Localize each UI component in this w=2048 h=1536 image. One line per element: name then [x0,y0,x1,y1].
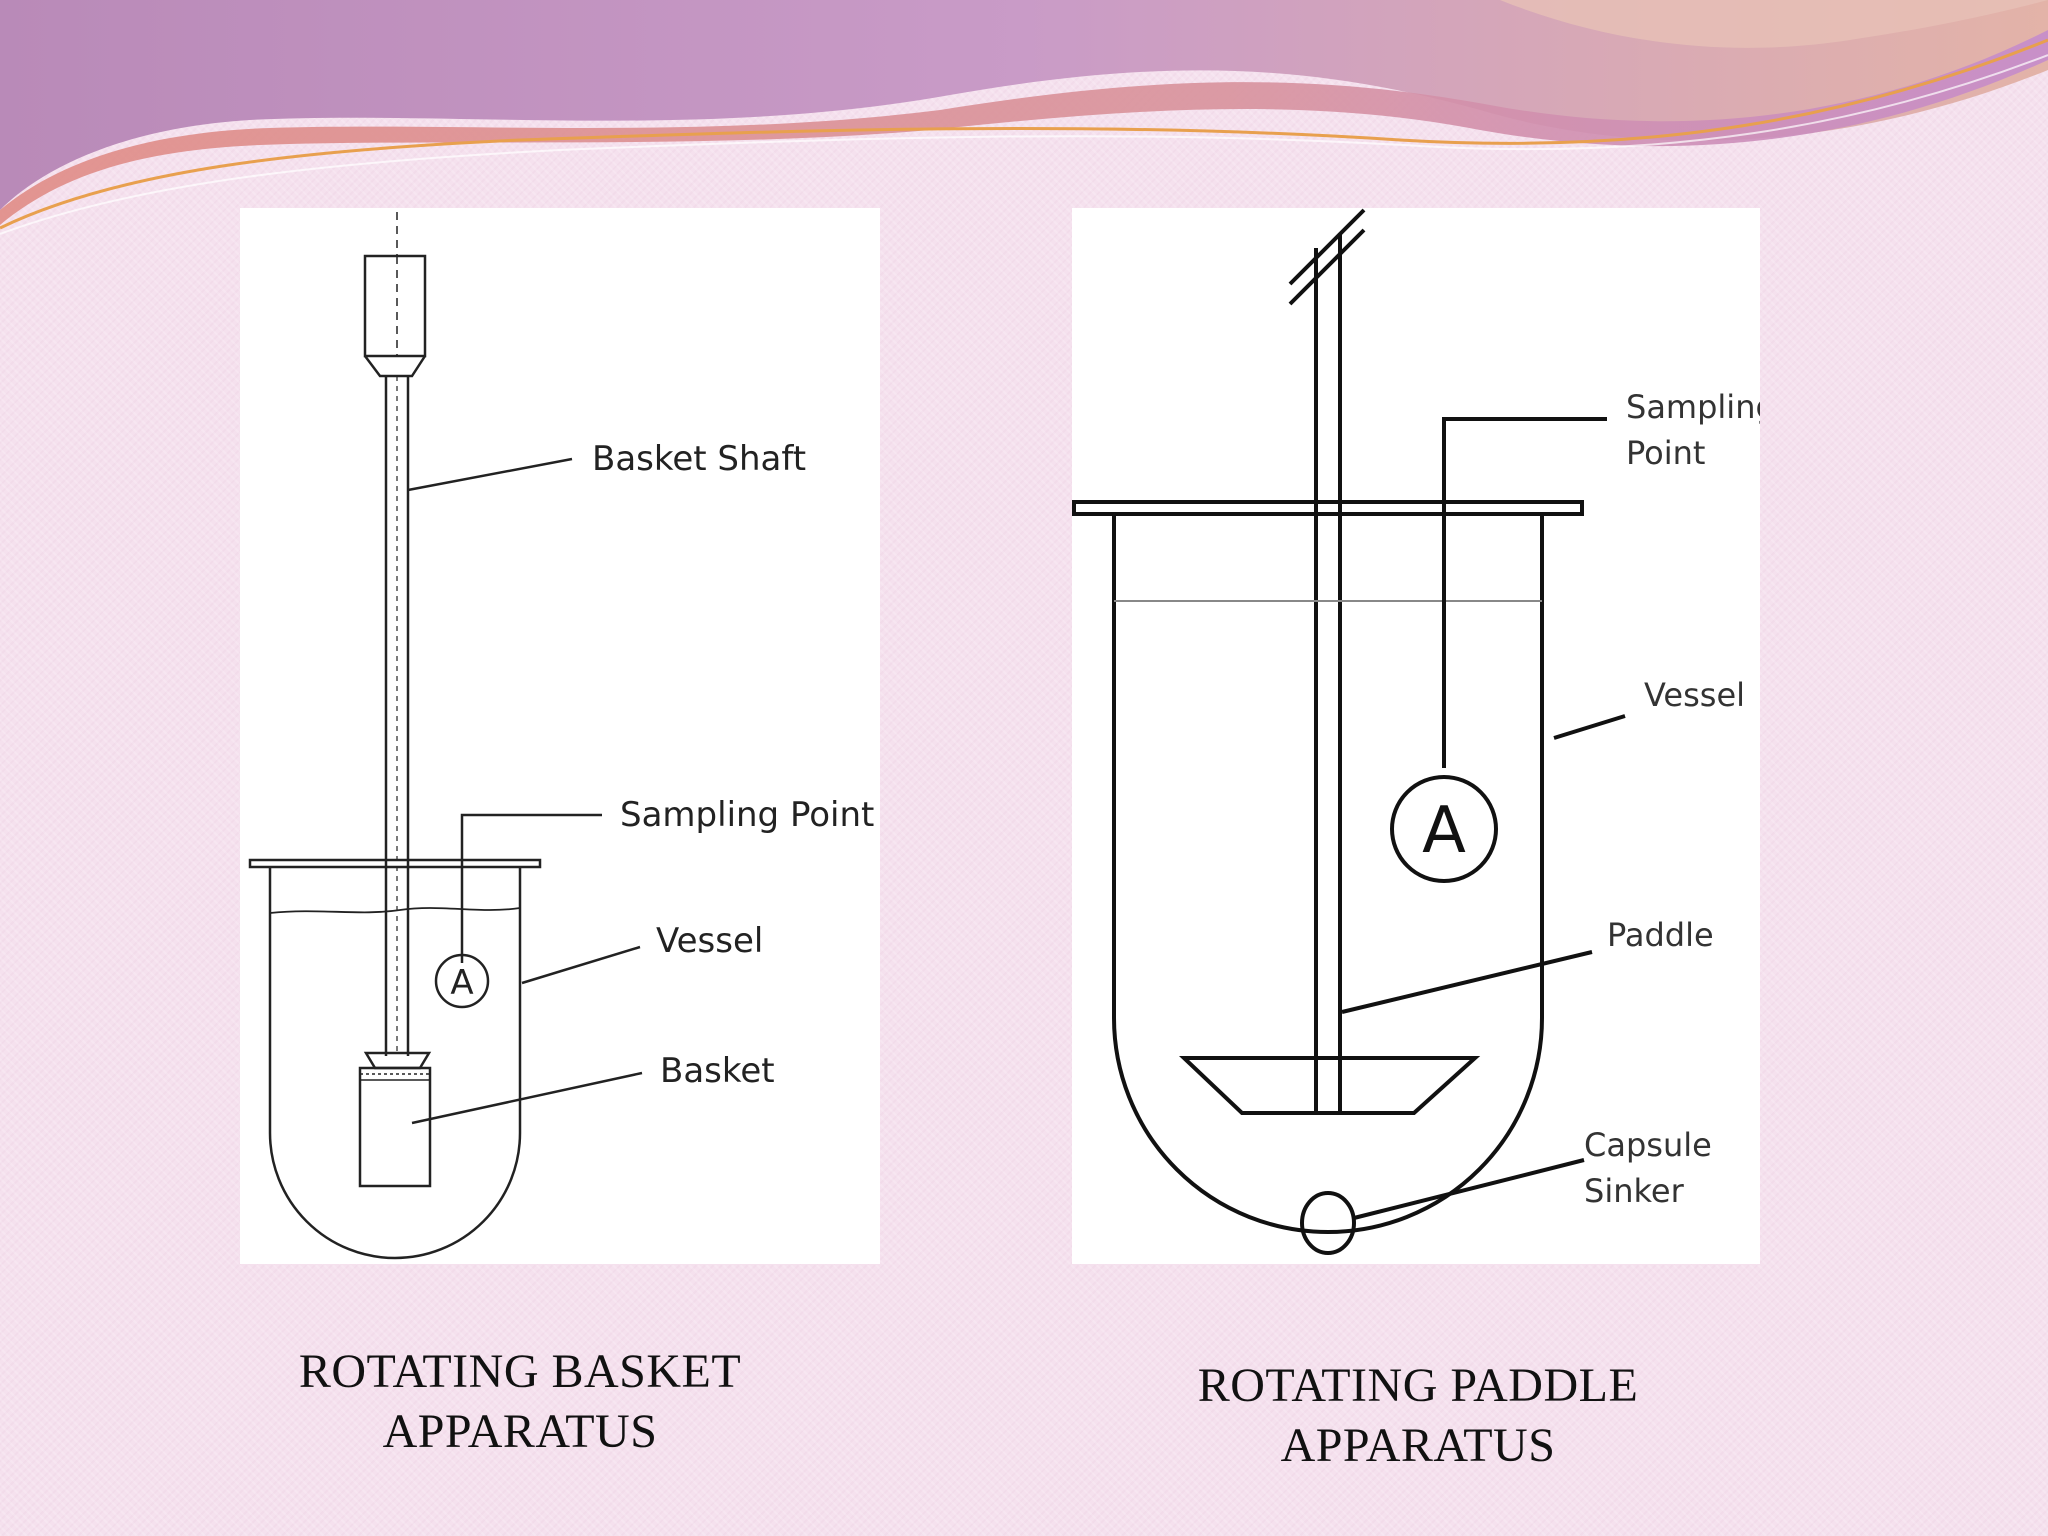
sampling-line [1442,417,1607,768]
basket-top [363,1051,432,1070]
caption-rotating-paddle: ROTATING PADDLE APPARATUS [1128,1356,1708,1476]
header-wave-decoration [0,0,2048,235]
label-sampling-line1: Sampling [1626,388,1760,426]
paddle-blade [1178,1056,1481,1115]
capsule-sinker [1300,1191,1356,1255]
label-sinker-line1: Capsule [1584,1126,1712,1164]
paddle-diagram-panel: A Sampling Point Vessel Paddle Capsule S… [1072,208,1760,1264]
label-basket-shaft: Basket Shaft [592,439,806,479]
vessel-flange [1072,500,1584,516]
basket-diagram-panel: A Basket Shaft Sampling Point Vessel Bas… [240,208,880,1264]
vessel-body [268,867,522,1260]
caption-rotating-basket: ROTATING BASKET APPARATUS [240,1342,800,1462]
paddle-shaft [1314,233,1342,1113]
sampling-marker-circle [434,953,490,1009]
vessel-body [1112,514,1544,1234]
label-sinker-line2: Sinker [1584,1172,1685,1210]
caption-paddle-line2: APPARATUS [1280,1419,1556,1472]
label-vessel: Vessel [1644,676,1745,714]
motor-chuck [363,254,427,358]
label-vessel: Vessel [656,921,763,961]
sampling-marker-label: A [450,963,473,1003]
caption-basket-line1: ROTATING BASKET [298,1345,742,1398]
basket-diagram: A Basket Shaft Sampling Point Vessel Bas… [248,212,874,1260]
label-sampling-point: Sampling Point [620,795,874,835]
sampling-line [460,813,602,963]
label-basket: Basket [660,1051,775,1091]
caption-basket-line2: APPARATUS [382,1405,658,1458]
sampling-marker-label: A [1422,794,1466,868]
basket-shaft [384,376,410,1056]
sampling-marker-circle [1390,775,1498,883]
caption-paddle-line1: ROTATING PADDLE [1197,1359,1639,1412]
label-sampling-line2: Point [1626,434,1705,472]
paddle-diagram: A Sampling Point Vessel Paddle Capsule S… [1072,208,1760,1255]
vessel-flange [248,858,542,869]
basket [358,1066,432,1188]
label-paddle: Paddle [1607,916,1714,954]
